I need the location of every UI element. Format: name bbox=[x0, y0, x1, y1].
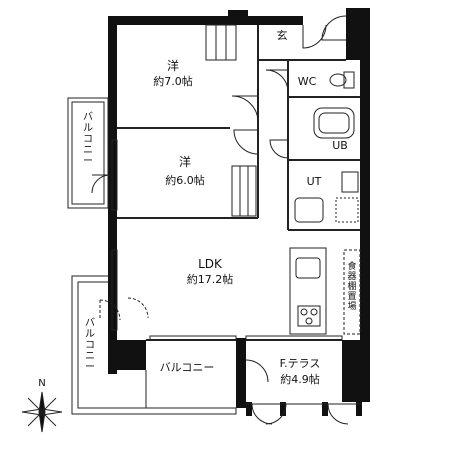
room-ldk-name: LDK bbox=[198, 257, 222, 271]
ub-label: UB bbox=[332, 139, 348, 152]
outer-walls bbox=[108, 8, 370, 408]
window-room2 bbox=[111, 139, 118, 211]
balcony-west-upper bbox=[67, 97, 109, 209]
room-western2-size: 約6.0帖 bbox=[165, 174, 205, 187]
fixtures bbox=[294, 71, 359, 223]
wc-label: WC bbox=[297, 75, 317, 88]
room-western1-name: 洋 bbox=[166, 59, 179, 73]
room-western2-name: 洋 bbox=[178, 155, 191, 169]
wall-right bbox=[360, 60, 370, 342]
closet-room1 bbox=[205, 24, 237, 61]
window-ldk bbox=[111, 249, 118, 331]
closet-room2 bbox=[231, 165, 257, 217]
kitchen-sink bbox=[295, 257, 321, 279]
toilet bbox=[329, 73, 347, 87]
door-terrace-3 bbox=[327, 403, 349, 425]
ut-storage bbox=[335, 197, 359, 223]
balcony-west-lower bbox=[71, 275, 237, 415]
wall-top-right-pillar bbox=[346, 8, 370, 60]
room-terrace-name: F.テラス bbox=[279, 357, 321, 370]
bathtub bbox=[313, 107, 355, 139]
wall-top-notch bbox=[228, 10, 248, 25]
balcony-west-upper-inner bbox=[71, 101, 105, 205]
terrace-posts bbox=[246, 402, 362, 416]
pantry-space bbox=[343, 249, 361, 335]
ut-label: UT bbox=[306, 175, 322, 188]
wall-top-entry bbox=[248, 16, 303, 25]
balcony-south-label: バルコニー bbox=[159, 361, 215, 374]
room-western1-size: 約7.0帖 bbox=[153, 75, 193, 88]
wall-top-left bbox=[108, 16, 228, 25]
door-room2 bbox=[233, 129, 259, 155]
door-terrace-1 bbox=[251, 403, 273, 425]
window-sashes bbox=[111, 139, 343, 341]
kitchen-counter bbox=[289, 247, 327, 335]
entrance-label: 玄 bbox=[276, 29, 288, 42]
pillar-bottom-left bbox=[108, 340, 146, 370]
balcony-west-lower-label: バルコニー bbox=[85, 318, 95, 373]
door-entrance-2 bbox=[321, 15, 347, 41]
door-terrace-side bbox=[245, 359, 269, 383]
door-wc bbox=[265, 69, 289, 93]
doors bbox=[91, 15, 349, 425]
door-balcony-lower-2 bbox=[127, 297, 149, 319]
door-room1 bbox=[231, 95, 259, 123]
terrace-post-2 bbox=[280, 402, 286, 416]
washer bbox=[341, 171, 359, 193]
door-entrance bbox=[302, 24, 327, 49]
closets bbox=[205, 24, 257, 217]
window-ldk-bottom bbox=[149, 335, 237, 341]
pillar-bottom-right bbox=[342, 340, 370, 402]
compass-icon bbox=[21, 391, 63, 433]
room-ldk-size: 約17.2帖 bbox=[186, 273, 234, 286]
cooktop bbox=[297, 305, 321, 327]
balconies bbox=[67, 97, 237, 415]
window-terrace bbox=[245, 335, 343, 341]
kitchen bbox=[289, 247, 361, 335]
door-balcony-upper bbox=[91, 174, 111, 194]
sink bbox=[294, 197, 324, 223]
pantry-label: 食器棚置場 bbox=[347, 262, 357, 312]
door-terrace-2 bbox=[265, 403, 287, 425]
terrace-post-4 bbox=[356, 402, 362, 416]
terrace-post-3 bbox=[322, 402, 328, 416]
compass-north-label: N bbox=[38, 378, 46, 389]
door-ub bbox=[269, 139, 289, 159]
balcony-west-upper-label: バルコニー bbox=[83, 112, 93, 167]
balcony-west-lower-inner bbox=[77, 281, 236, 409]
terrace-post-1 bbox=[246, 402, 252, 416]
wall-terrace-left bbox=[236, 338, 246, 408]
room-terrace-size: 約4.9帖 bbox=[280, 373, 320, 386]
door-balcony-lower bbox=[99, 299, 121, 321]
